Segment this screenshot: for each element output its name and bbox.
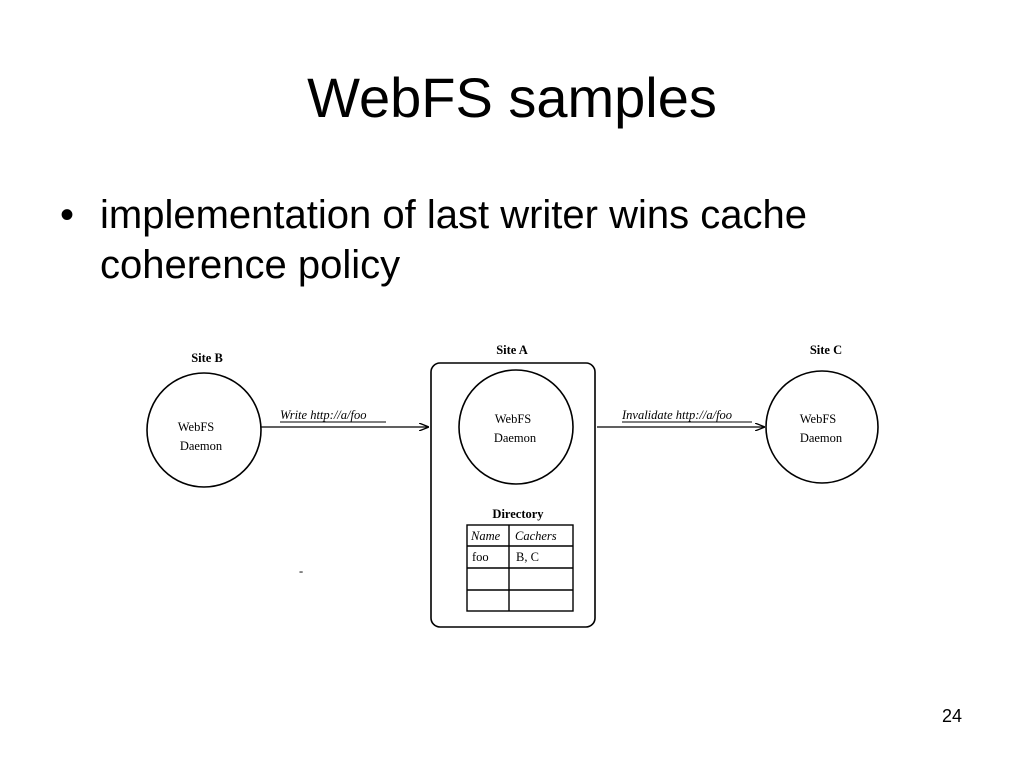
stray-mark: -: [299, 564, 303, 578]
site-c-daemon-line2: Daemon: [800, 431, 843, 445]
site-a-daemon-circle: [458, 369, 574, 485]
invalidate-arrow-label: Invalidate http://a/foo: [621, 408, 732, 422]
directory-cell-name: foo: [472, 550, 489, 564]
site-b-daemon-circle: [146, 372, 262, 488]
site-b-daemon-line1: WebFS: [178, 420, 215, 434]
site-a-label: Site A: [496, 343, 528, 357]
bullet-text: implementation of last writer wins cache…: [100, 193, 807, 287]
directory-header-cachers: Cachers: [515, 529, 557, 543]
bullet-item: • implementation of last writer wins cac…: [60, 190, 960, 290]
slide-title: WebFS samples: [307, 66, 717, 129]
site-c-daemon-line1: WebFS: [800, 412, 837, 426]
site-c-label: Site C: [810, 343, 842, 357]
directory-cell-cachers: B, C: [516, 550, 539, 564]
directory-title: Directory: [492, 507, 544, 521]
site-c-daemon-circle: [765, 370, 879, 484]
site-a-box: [430, 362, 596, 628]
directory-table: [466, 524, 574, 612]
site-a-daemon-line2: Daemon: [494, 431, 537, 445]
site-b-label: Site B: [191, 351, 223, 365]
site-a-daemon-line1: WebFS: [495, 412, 532, 426]
directory-header-name: Name: [470, 529, 501, 543]
page-number: 24: [941, 706, 962, 726]
write-arrow-label: Write http://a/foo: [280, 408, 366, 422]
bullet-list: • implementation of last writer wins cac…: [60, 190, 960, 290]
site-b-daemon-line2: Daemon: [180, 439, 223, 453]
bullet-mark-icon: •: [60, 193, 75, 237]
